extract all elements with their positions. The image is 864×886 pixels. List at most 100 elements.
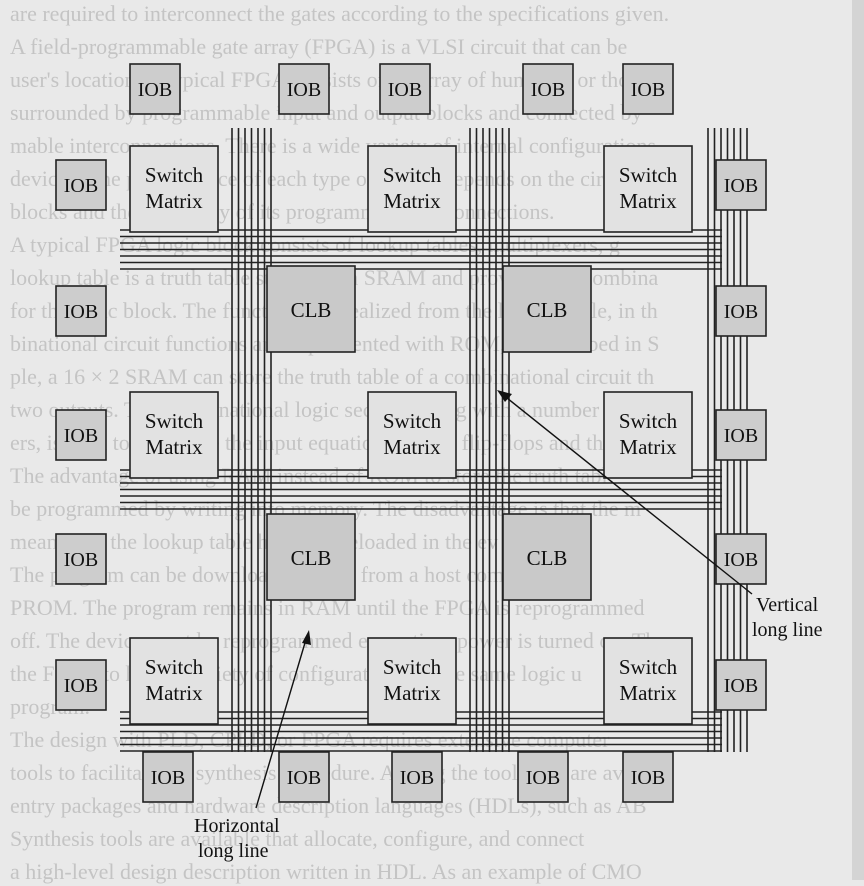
iob: IOB <box>278 63 330 115</box>
iob: IOB <box>142 751 194 803</box>
switch-matrix-label-line1: Switch <box>619 655 678 679</box>
iob-label: IOB <box>388 79 422 101</box>
iob-label: IOB <box>400 767 434 789</box>
iob-label: IOB <box>151 767 185 789</box>
iob-box <box>55 159 107 211</box>
clb: CLB <box>502 513 592 601</box>
switch-matrix-label-line2: Matrix <box>619 681 677 705</box>
clb-label: CLB <box>291 546 332 570</box>
background-text-line: ple, a 16 × 2 SRAM can store the truth t… <box>10 364 655 389</box>
background-text-line: ers, is used to configure the input equa… <box>10 430 669 455</box>
iob: IOB <box>522 63 574 115</box>
switch-matrix-label-line2: Matrix <box>145 681 203 705</box>
switch-matrix-label-line1: Switch <box>145 409 204 433</box>
iob: IOB <box>278 751 330 803</box>
switch-matrix-box <box>367 145 457 233</box>
iob-label: IOB <box>724 675 758 697</box>
iob-label: IOB <box>64 675 98 697</box>
iob-label: IOB <box>287 767 321 789</box>
switch-matrix-label-line1: Switch <box>619 163 678 187</box>
iob: IOB <box>715 659 767 711</box>
iob: IOB <box>55 533 107 585</box>
iob-box <box>55 533 107 585</box>
horizontal-long-line-pointer <box>255 635 308 809</box>
switch-matrix-box <box>367 637 457 725</box>
iob-label: IOB <box>724 301 758 323</box>
background-text-line: off. The device must be reprogrammed eve… <box>10 628 657 653</box>
iob-box <box>517 751 569 803</box>
clb-label: CLB <box>527 298 568 322</box>
iob-box <box>379 63 431 115</box>
iob-box <box>391 751 443 803</box>
switch-matrix-box <box>129 391 219 479</box>
clb-box <box>266 513 356 601</box>
iob-box <box>55 285 107 337</box>
iob-box <box>129 63 181 115</box>
iob: IOB <box>517 751 569 803</box>
iob-label: IOB <box>526 767 560 789</box>
horizontal-long-line-arrowhead <box>302 630 311 645</box>
iob-box <box>278 751 330 803</box>
switch-matrix-label-line2: Matrix <box>619 435 677 459</box>
clb-box <box>266 265 356 353</box>
iob-box <box>715 409 767 461</box>
clb: CLB <box>266 513 356 601</box>
switch-matrix-label-line2: Matrix <box>619 189 677 213</box>
background-text-line: devices. The performance of each type of… <box>10 166 637 191</box>
vertical-long-line-pointer <box>501 393 753 595</box>
iob: IOB <box>391 751 443 803</box>
iob-label: IOB <box>531 79 565 101</box>
switch-matrix-box <box>603 145 693 233</box>
iob: IOB <box>622 751 674 803</box>
clb-box <box>502 513 592 601</box>
horizontal-long-line-label-line1: Horizontal <box>194 815 280 837</box>
iob: IOB <box>622 63 674 115</box>
switch-matrix-label-line2: Matrix <box>383 435 441 459</box>
switch-matrix-box <box>603 637 693 725</box>
background-text-line: two outputs. The combinational logic sec… <box>10 397 669 422</box>
vertical-long-line-label-line2: long line <box>752 619 823 641</box>
iob-label: IOB <box>64 301 98 323</box>
clb: CLB <box>266 265 356 353</box>
iob-label: IOB <box>138 79 172 101</box>
switch-matrix-label-line2: Matrix <box>145 189 203 213</box>
background-text-line: are required to interconnect the gates a… <box>10 1 670 26</box>
switch-matrix-label-line1: Switch <box>383 655 442 679</box>
switch-matrix-box <box>129 637 219 725</box>
switch-matrix-label-line1: Switch <box>383 409 442 433</box>
iob-label: IOB <box>287 79 321 101</box>
iob-box <box>622 751 674 803</box>
background-text-line: The advantage of using RAM instead of RO… <box>10 463 608 488</box>
switch-matrix-label-line1: Switch <box>145 655 204 679</box>
iob-label: IOB <box>724 549 758 571</box>
iob-box <box>55 409 107 461</box>
iob: IOB <box>715 409 767 461</box>
iob-label: IOB <box>724 425 758 447</box>
iob-box <box>622 63 674 115</box>
page-edge <box>852 0 864 880</box>
vertical-long-line-label-line1: Vertical <box>756 594 819 616</box>
background-text-line: mable interconnections. There is a wide … <box>10 133 656 158</box>
iob: IOB <box>715 159 767 211</box>
switch-matrix-box <box>367 391 457 479</box>
iob: IOB <box>55 659 107 711</box>
iob: IOB <box>129 63 181 115</box>
switch-matrix-label-line2: Matrix <box>383 681 441 705</box>
switch-matrix-label-line2: Matrix <box>145 435 203 459</box>
iob: IOB <box>55 409 107 461</box>
switch-matrix-box <box>129 145 219 233</box>
switch-matrix-label-line1: Switch <box>619 409 678 433</box>
clb-label: CLB <box>527 546 568 570</box>
iob-box <box>522 63 574 115</box>
horizontal-long-line-label-line2: long line <box>198 840 269 862</box>
